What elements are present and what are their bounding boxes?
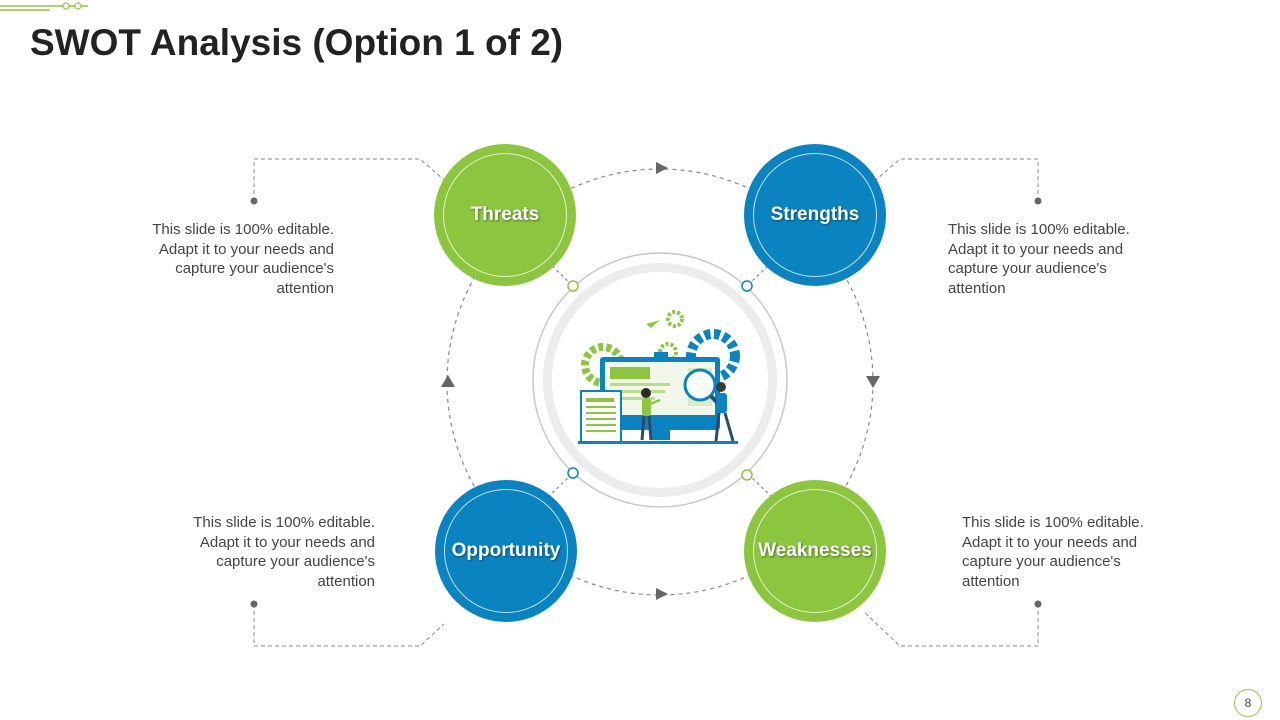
- threats-description: This slide is 100% editable. Adapt it to…: [152, 221, 334, 297]
- strengths-description: This slide is 100% editable. Adapt it to…: [948, 221, 1130, 297]
- computer-analysis-illustration: [578, 310, 740, 444]
- cycle-arrow-left: [441, 375, 455, 387]
- cycle-arrow-right: [866, 376, 880, 388]
- gear-icon: [666, 310, 684, 328]
- cycle-arrow-top: [656, 162, 668, 174]
- threats-label: Threats: [470, 204, 540, 225]
- strengths-circle: Strengths: [744, 144, 886, 286]
- threats-circle: Threats: [434, 144, 576, 286]
- clipboard-icon: [580, 390, 622, 443]
- decorative-header-line: [0, 2, 88, 11]
- strengths-label: Strengths: [770, 204, 860, 225]
- page-number: 8: [1234, 689, 1262, 717]
- cycle-arrow-bottom: [656, 588, 668, 600]
- opportunity-circle: Opportunity: [435, 480, 577, 622]
- slide-title: SWOT Analysis (Option 1 of 2): [30, 22, 564, 63]
- paper-plane-icon: [646, 320, 660, 328]
- opportunity-description: This slide is 100% editable. Adapt it to…: [193, 514, 375, 590]
- weaknesses-label: Weaknesses: [758, 540, 872, 561]
- weaknesses-circle: Weaknesses: [744, 480, 886, 622]
- weaknesses-description: This slide is 100% editable. Adapt it to…: [962, 514, 1144, 590]
- opportunity-label: Opportunity: [451, 540, 561, 561]
